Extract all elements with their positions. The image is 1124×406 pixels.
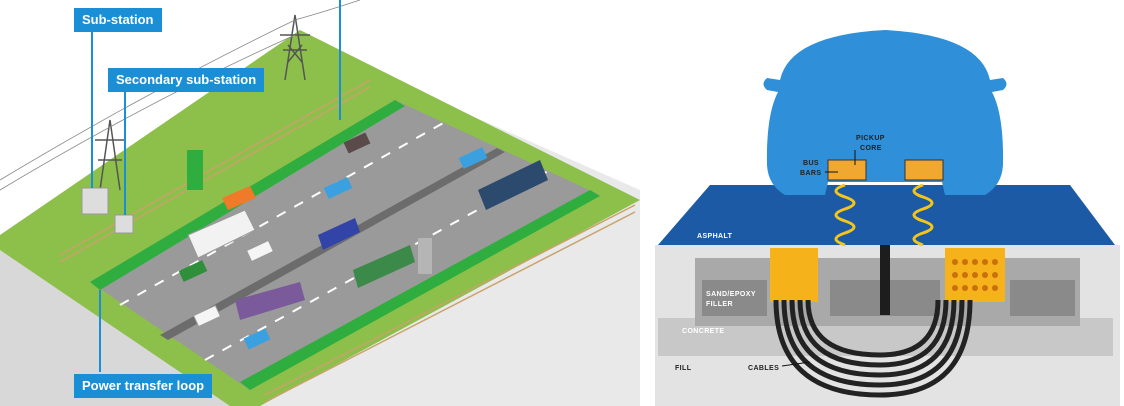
- pickup-module-right: [904, 159, 944, 181]
- truck-orange-cab: [222, 186, 256, 210]
- power-lines: [0, 0, 361, 191]
- secondary-substation-box: [114, 214, 134, 234]
- filler-center: [830, 280, 940, 316]
- label-concrete: CONCRETE: [682, 328, 724, 335]
- car-blue-3: [243, 328, 271, 350]
- concrete-trench: [695, 258, 1080, 326]
- highway-illustration: [0, 0, 640, 406]
- cables-bundle: [773, 299, 973, 398]
- road-sign-near: [418, 238, 432, 274]
- label-leaders: [781, 150, 856, 367]
- fill-layer: [655, 245, 1120, 406]
- label-core: CORE: [860, 145, 882, 152]
- car-green: [178, 260, 208, 282]
- label-filler: FILLER: [706, 301, 733, 308]
- wave-right: [912, 183, 934, 247]
- car-white-1: [245, 239, 275, 263]
- charging-lane-right: [240, 190, 600, 390]
- truck-white: [187, 209, 256, 259]
- label-cables: CABLES: [748, 365, 779, 372]
- coil-block-right-holes: [952, 259, 998, 291]
- vehicles: [178, 132, 548, 350]
- pylon-left: [95, 119, 125, 191]
- filler-left: [702, 280, 767, 316]
- callout-secondary-substation: Secondary sub-station: [108, 68, 265, 92]
- van-blue: [318, 218, 360, 250]
- fence-far: [59, 79, 371, 263]
- label-sand-epoxy: SAND/EPOXY: [706, 291, 756, 298]
- filler-right: [1010, 280, 1075, 316]
- label-pickup: PICKUP: [856, 135, 885, 142]
- substation-box: [81, 187, 109, 215]
- truck-purple: [235, 282, 305, 320]
- label-bars: BARS: [800, 170, 821, 177]
- bus-green: [353, 245, 415, 288]
- callout-substation: Sub-station: [74, 8, 162, 32]
- car-blue-1: [323, 177, 353, 199]
- car-white-2: [192, 304, 222, 328]
- label-asphalt: ASPHALT: [697, 233, 733, 240]
- car-silhouette: [763, 30, 1007, 195]
- label-fill: FILL: [675, 365, 692, 372]
- trench-divider: [880, 245, 890, 315]
- car-dark: [343, 132, 371, 154]
- coil-block-left: [770, 248, 818, 302]
- callout-leaders: [91, 0, 341, 372]
- car-blue-2: [458, 147, 488, 169]
- coil-block-right: [945, 248, 1005, 302]
- concrete-layer: [658, 318, 1113, 356]
- truck-navy: [478, 160, 548, 210]
- pickup-module-left: [827, 159, 867, 181]
- road-sign: [187, 150, 203, 190]
- wave-left: [834, 183, 856, 247]
- fence-near: [264, 204, 636, 403]
- asphalt-layer: [658, 185, 1115, 245]
- callout-power-transfer-loop: Power transfer loop: [74, 374, 213, 398]
- label-bus: BUS: [803, 160, 819, 167]
